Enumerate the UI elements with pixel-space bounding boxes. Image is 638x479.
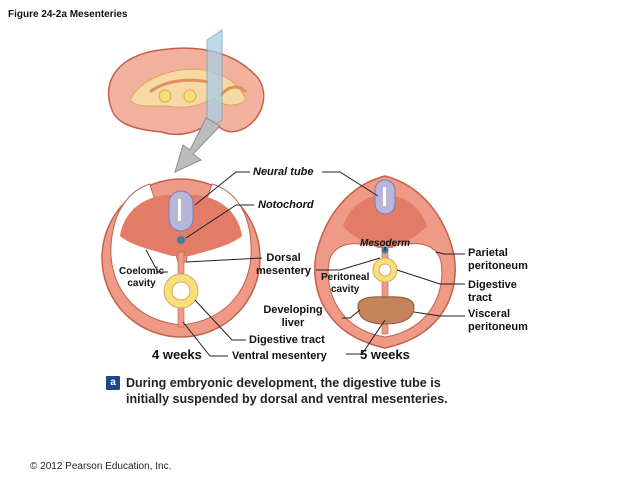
section-arrow <box>174 117 221 173</box>
label-visceral-peritoneum: Visceral peritoneum <box>468 308 528 333</box>
label-dorsal-mesentery: Dorsal mesentery <box>256 252 312 277</box>
label-4-weeks: 4 weeks <box>152 347 202 362</box>
label-digestive-tract-right: Digestive tract <box>468 279 517 304</box>
cross-section-5-weeks <box>314 175 456 349</box>
label-developing-liver: Developing liver <box>263 304 323 329</box>
embryo-illustration <box>107 29 265 136</box>
label-ventral-mesentery: Ventral mesentery <box>232 350 327 362</box>
label-5-weeks: 5 weeks <box>360 347 410 362</box>
leader-lines <box>145 171 465 357</box>
label-peritoneal-cavity: Peritoneal cavity <box>321 272 370 295</box>
label-parietal-peritoneum: Parietal peritoneum <box>468 247 528 272</box>
label-digestive-tract-bottom: Digestive tract <box>249 334 325 346</box>
label-notochord: Notochord <box>258 199 314 211</box>
label-mesoderm: Mesoderm <box>360 238 411 249</box>
figure-title: Figure 24-2a Mesenteries <box>8 9 128 20</box>
copyright: © 2012 Pearson Education, Inc. <box>30 461 172 472</box>
cross-section-4-weeks <box>101 178 261 338</box>
caption-text: During embryonic development, the digest… <box>126 376 448 406</box>
label-coelomic-cavity: Coelomic cavity <box>119 266 165 289</box>
caption-badge: a <box>106 376 120 390</box>
label-neural-tube: Neural tube <box>253 166 314 178</box>
